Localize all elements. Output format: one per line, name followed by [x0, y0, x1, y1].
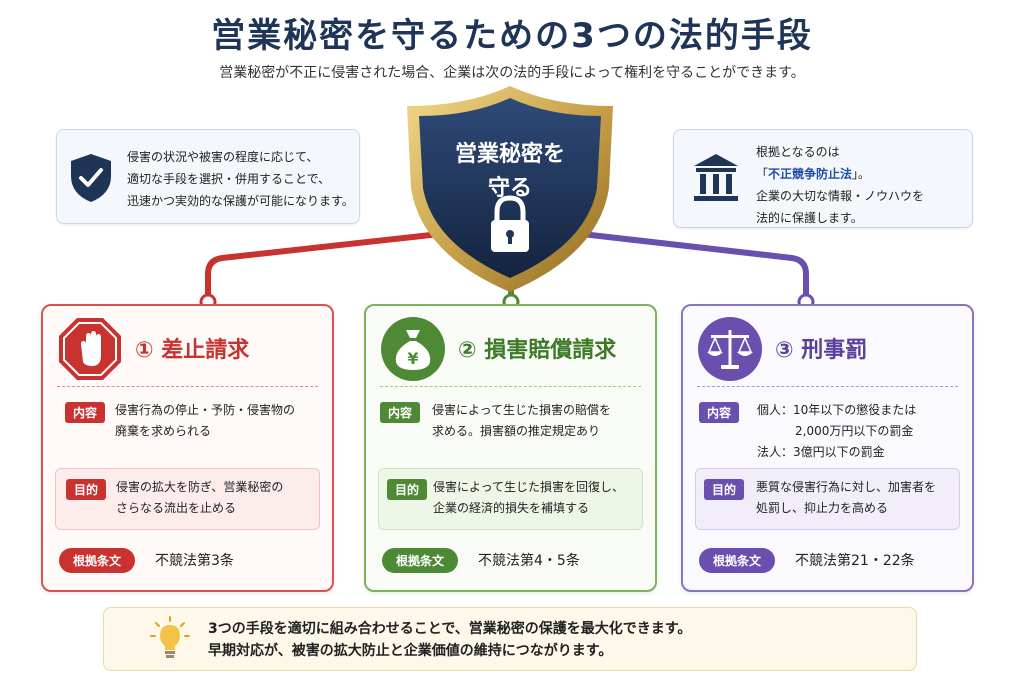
- content-tag: 内容: [380, 402, 421, 423]
- page-subtitle: 営業秘密が不正に侵害された場合、企業は次の法的手段によって権利を守ることができま…: [219, 65, 805, 81]
- shield-check-icon: [71, 154, 111, 202]
- card-criminal-title: ③ 刑事罰: [775, 338, 868, 363]
- divider: [380, 386, 641, 387]
- footer-line-2: 早期対応が、被害の拡大防止と企業価値の維持につながります。: [208, 643, 613, 659]
- card-damages-title: ② 損害賠償請求: [458, 338, 617, 363]
- lightbulb-icon: [150, 616, 190, 658]
- purpose-tag: 目的: [66, 479, 107, 500]
- content-tag: 内容: [65, 402, 106, 423]
- purpose-tag: 目的: [387, 479, 428, 500]
- info-left-line-1: 侵害の状況や被害の程度に応じて、: [127, 150, 319, 164]
- purpose-box: 目的 悪質な侵害行為に対し、加害者を 処罰し、抑止力を高める: [695, 468, 960, 530]
- stop-hand-icon: [59, 318, 121, 380]
- purpose-line-1: 侵害によって生じた損害を回復し、: [433, 480, 625, 494]
- lock-icon: [491, 195, 529, 252]
- courthouse-icon: [694, 154, 738, 201]
- content-line-2: 求める。損害額の推定規定あり: [432, 424, 601, 438]
- basis-pill: 根拠条文: [699, 548, 776, 573]
- connector-purple: [579, 231, 809, 301]
- purpose-box: 目的 侵害によって生じた損害を回復し、 企業の経済的損失を補填する: [378, 468, 643, 530]
- card-damages: ¥ ② 損害賠償請求 内容 侵害によって生じた損害の賠償を 求める。損害額の推定…: [364, 304, 657, 592]
- card-criminal: ③ 刑事罰 内容 個人：10年以下の懲役または 2,000万円以下の罰金 法人：…: [681, 304, 974, 592]
- divider: [697, 386, 958, 387]
- page-title: 営業秘密を守るための3つの法的手段: [211, 16, 813, 56]
- content-line-1: 侵害行為の停止・予防・侵害物の: [115, 403, 296, 417]
- info-right-line-3: 企業の大切な情報・ノウハウを: [756, 189, 925, 203]
- shield-caption: 営業秘密を 守る: [454, 142, 565, 201]
- divider: [57, 386, 318, 387]
- content-line-1: 侵害によって生じた損害の賠償を: [432, 403, 612, 417]
- connector-red: [205, 231, 443, 301]
- content-line-2: 2,000万円以下の罰金: [795, 424, 914, 438]
- card-injunction-title: ① 差止請求: [135, 338, 250, 363]
- purpose-box: 目的 侵害の拡大を防ぎ、営業秘密の さらなる流出を止める: [55, 468, 320, 530]
- purpose-line-1: 悪質な侵害行為に対し、加害者を: [756, 480, 937, 494]
- content-line-2: 廃棄を求められる: [115, 424, 212, 438]
- purpose-line-2: 処罰し、抑止力を高める: [756, 501, 889, 515]
- basis-pill: 根拠条文: [59, 548, 136, 573]
- info-left-line-2: 適切な手段を選択・併用することで、: [127, 172, 331, 186]
- content-tag: 内容: [699, 402, 740, 423]
- info-left-line-3: 迅速かつ実効的な保護が可能になります。: [127, 194, 354, 208]
- basis-law: 不競法第4・5条: [478, 553, 580, 569]
- content-line-3: 法人：3億円以下の罰金: [757, 445, 885, 459]
- basis-pill: 根拠条文: [382, 548, 459, 573]
- info-box-right: 根拠となるのは 「不正競争防止法」。 企業の大切な情報・ノウハウを 法的に保護し…: [673, 129, 973, 228]
- law-name: 不正競争防止法: [768, 167, 853, 181]
- footer-line-1: 3つの手段を適切に組み合わせることで、営業秘密の保護を最大化できます。: [208, 621, 692, 637]
- info-right-line-4: 法的に保護します。: [756, 211, 863, 225]
- purpose-line-1: 侵害の拡大を防ぎ、営業秘密の: [116, 480, 284, 494]
- content-line-1: 個人：10年以下の懲役または: [757, 403, 917, 417]
- purpose-line-2: 企業の経済的損失を補填する: [433, 501, 590, 515]
- basis-law: 不競法第3条: [155, 553, 234, 569]
- footer-note: 3つの手段を適切に組み合わせることで、営業秘密の保護を最大化できます。 早期対応…: [103, 607, 917, 671]
- central-shield-icon: [407, 86, 613, 292]
- card-injunction: ① 差止請求 内容 侵害行為の停止・予防・侵害物の 廃棄を求められる 目的 侵害…: [41, 304, 334, 592]
- money-bag-icon: ¥: [381, 317, 445, 381]
- basis-law: 不競法第21・22条: [795, 553, 915, 569]
- purpose-tag: 目的: [704, 479, 745, 500]
- scales-icon: [698, 317, 762, 381]
- info-box-left: 侵害の状況や被害の程度に応じて、 適切な手段を選択・併用することで、 迅速かつ実…: [56, 129, 360, 224]
- info-right-line-1: 根拠となるのは: [756, 145, 840, 159]
- svg-text:¥: ¥: [407, 349, 418, 368]
- purpose-line-2: さらなる流出を止める: [116, 501, 237, 515]
